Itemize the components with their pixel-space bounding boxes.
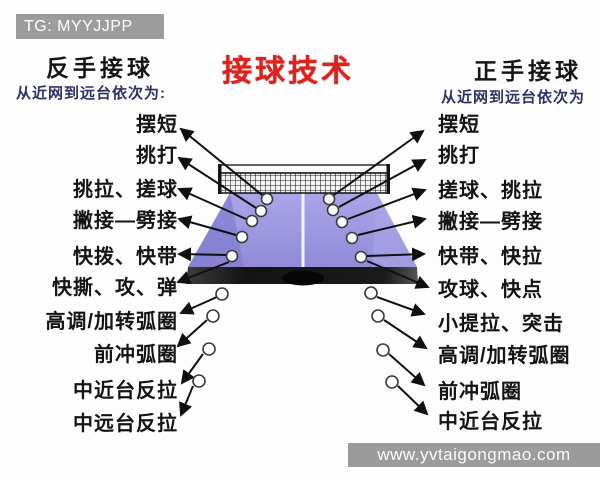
- technique-label-right-10: 中近台反拉: [438, 411, 543, 433]
- technique-label-right-5: 快带、快拉: [438, 246, 543, 268]
- arrow-left-5: [177, 247, 228, 262]
- arrow-left-7: [179, 296, 218, 315]
- arrow-right-5: [366, 247, 426, 262]
- ball-marker: [322, 192, 336, 206]
- technique-label-left-3: 挑拉、搓球: [73, 179, 178, 201]
- ball-marker: [354, 250, 368, 264]
- ball-marker: [206, 309, 220, 323]
- arrow-right-8: [383, 319, 428, 350]
- arrow-right-10: [397, 385, 429, 416]
- technique-label-left-4: 撇接—劈接: [73, 210, 178, 232]
- ball-marker: [235, 230, 249, 244]
- arrow-right-4: [357, 214, 427, 236]
- center-line: [301, 193, 305, 267]
- ball-marker: [245, 214, 259, 228]
- technique-label-right-1: 摆短: [438, 114, 480, 136]
- ball-marker: [345, 231, 359, 245]
- arrow-left-3: [177, 187, 247, 220]
- technique-label-left-2: 挑打: [136, 145, 178, 167]
- ball-marker: [376, 343, 390, 357]
- technique-label-right-4: 撇接—劈接: [438, 211, 543, 233]
- arrow-right-3: [347, 187, 427, 220]
- ball-marker: [254, 204, 268, 218]
- arrow-left-1: [179, 127, 263, 196]
- arrow-right-7: [376, 296, 426, 317]
- ball-group: [192, 192, 399, 389]
- technique-label-right-7: 小提拉、突击: [438, 313, 564, 335]
- ball-shadow: [282, 270, 324, 286]
- ball-marker: [202, 342, 216, 356]
- page-title: 接球技术: [222, 55, 354, 88]
- technique-label-left-8: 前冲弧圈: [94, 344, 178, 366]
- arrow-right-2: [338, 159, 427, 208]
- arrow-right-1: [333, 129, 425, 196]
- technique-label-left-1: 摆短: [136, 114, 178, 136]
- table-edge: [186, 267, 418, 286]
- technique-label-left-10: 中远台反拉: [73, 413, 178, 435]
- arrow-left-10: [179, 385, 194, 417]
- arrow-left-8: [176, 319, 208, 348]
- technique-label-left-5: 快拨、快带: [73, 246, 178, 268]
- technique-label-right-3: 搓球、挑拉: [438, 180, 543, 202]
- tg-badge: TG: MYYJJPP: [16, 14, 164, 39]
- technique-label-left-9: 中近台反拉: [73, 380, 178, 402]
- arrow-right-9: [388, 353, 426, 387]
- technique-label-right-2: 挑打: [438, 145, 480, 167]
- technique-label-left-6: 快撕、攻、弹: [52, 277, 178, 299]
- right-column-subheader: 从近网到远台依次为: [441, 89, 586, 106]
- watermark: www.yvtaigongmao.com: [348, 443, 600, 467]
- ball-marker: [385, 375, 399, 389]
- ball-marker: [192, 374, 206, 388]
- technique-label-left-7: 高调/加转弧圈: [45, 311, 178, 333]
- technique-label-right-6: 攻球、快点: [438, 279, 543, 301]
- right-column-header: 正手接球: [474, 58, 582, 84]
- ball-marker: [260, 192, 274, 206]
- ball-marker: [215, 287, 229, 301]
- arrow-right-6: [366, 260, 430, 289]
- ball-marker: [225, 249, 239, 263]
- arrow-left-4: [177, 215, 237, 236]
- arrow-left-2: [177, 156, 257, 209]
- net-post-left: [218, 164, 222, 194]
- ball-marker: [371, 309, 385, 323]
- ball-marker: [326, 203, 340, 217]
- arrow-left-6: [176, 261, 230, 285]
- left-column-subheader: 从近网到远台依次为:: [16, 85, 166, 102]
- arrow-group: [176, 127, 430, 417]
- arrow-left-9: [180, 353, 204, 385]
- technique-label-right-8: 高调/加转弧圈: [438, 345, 571, 367]
- ball-marker: [364, 286, 378, 300]
- ball-marker: [335, 215, 349, 229]
- technique-label-right-9: 前冲弧圈: [438, 381, 522, 403]
- left-column-header: 反手接球: [46, 55, 154, 81]
